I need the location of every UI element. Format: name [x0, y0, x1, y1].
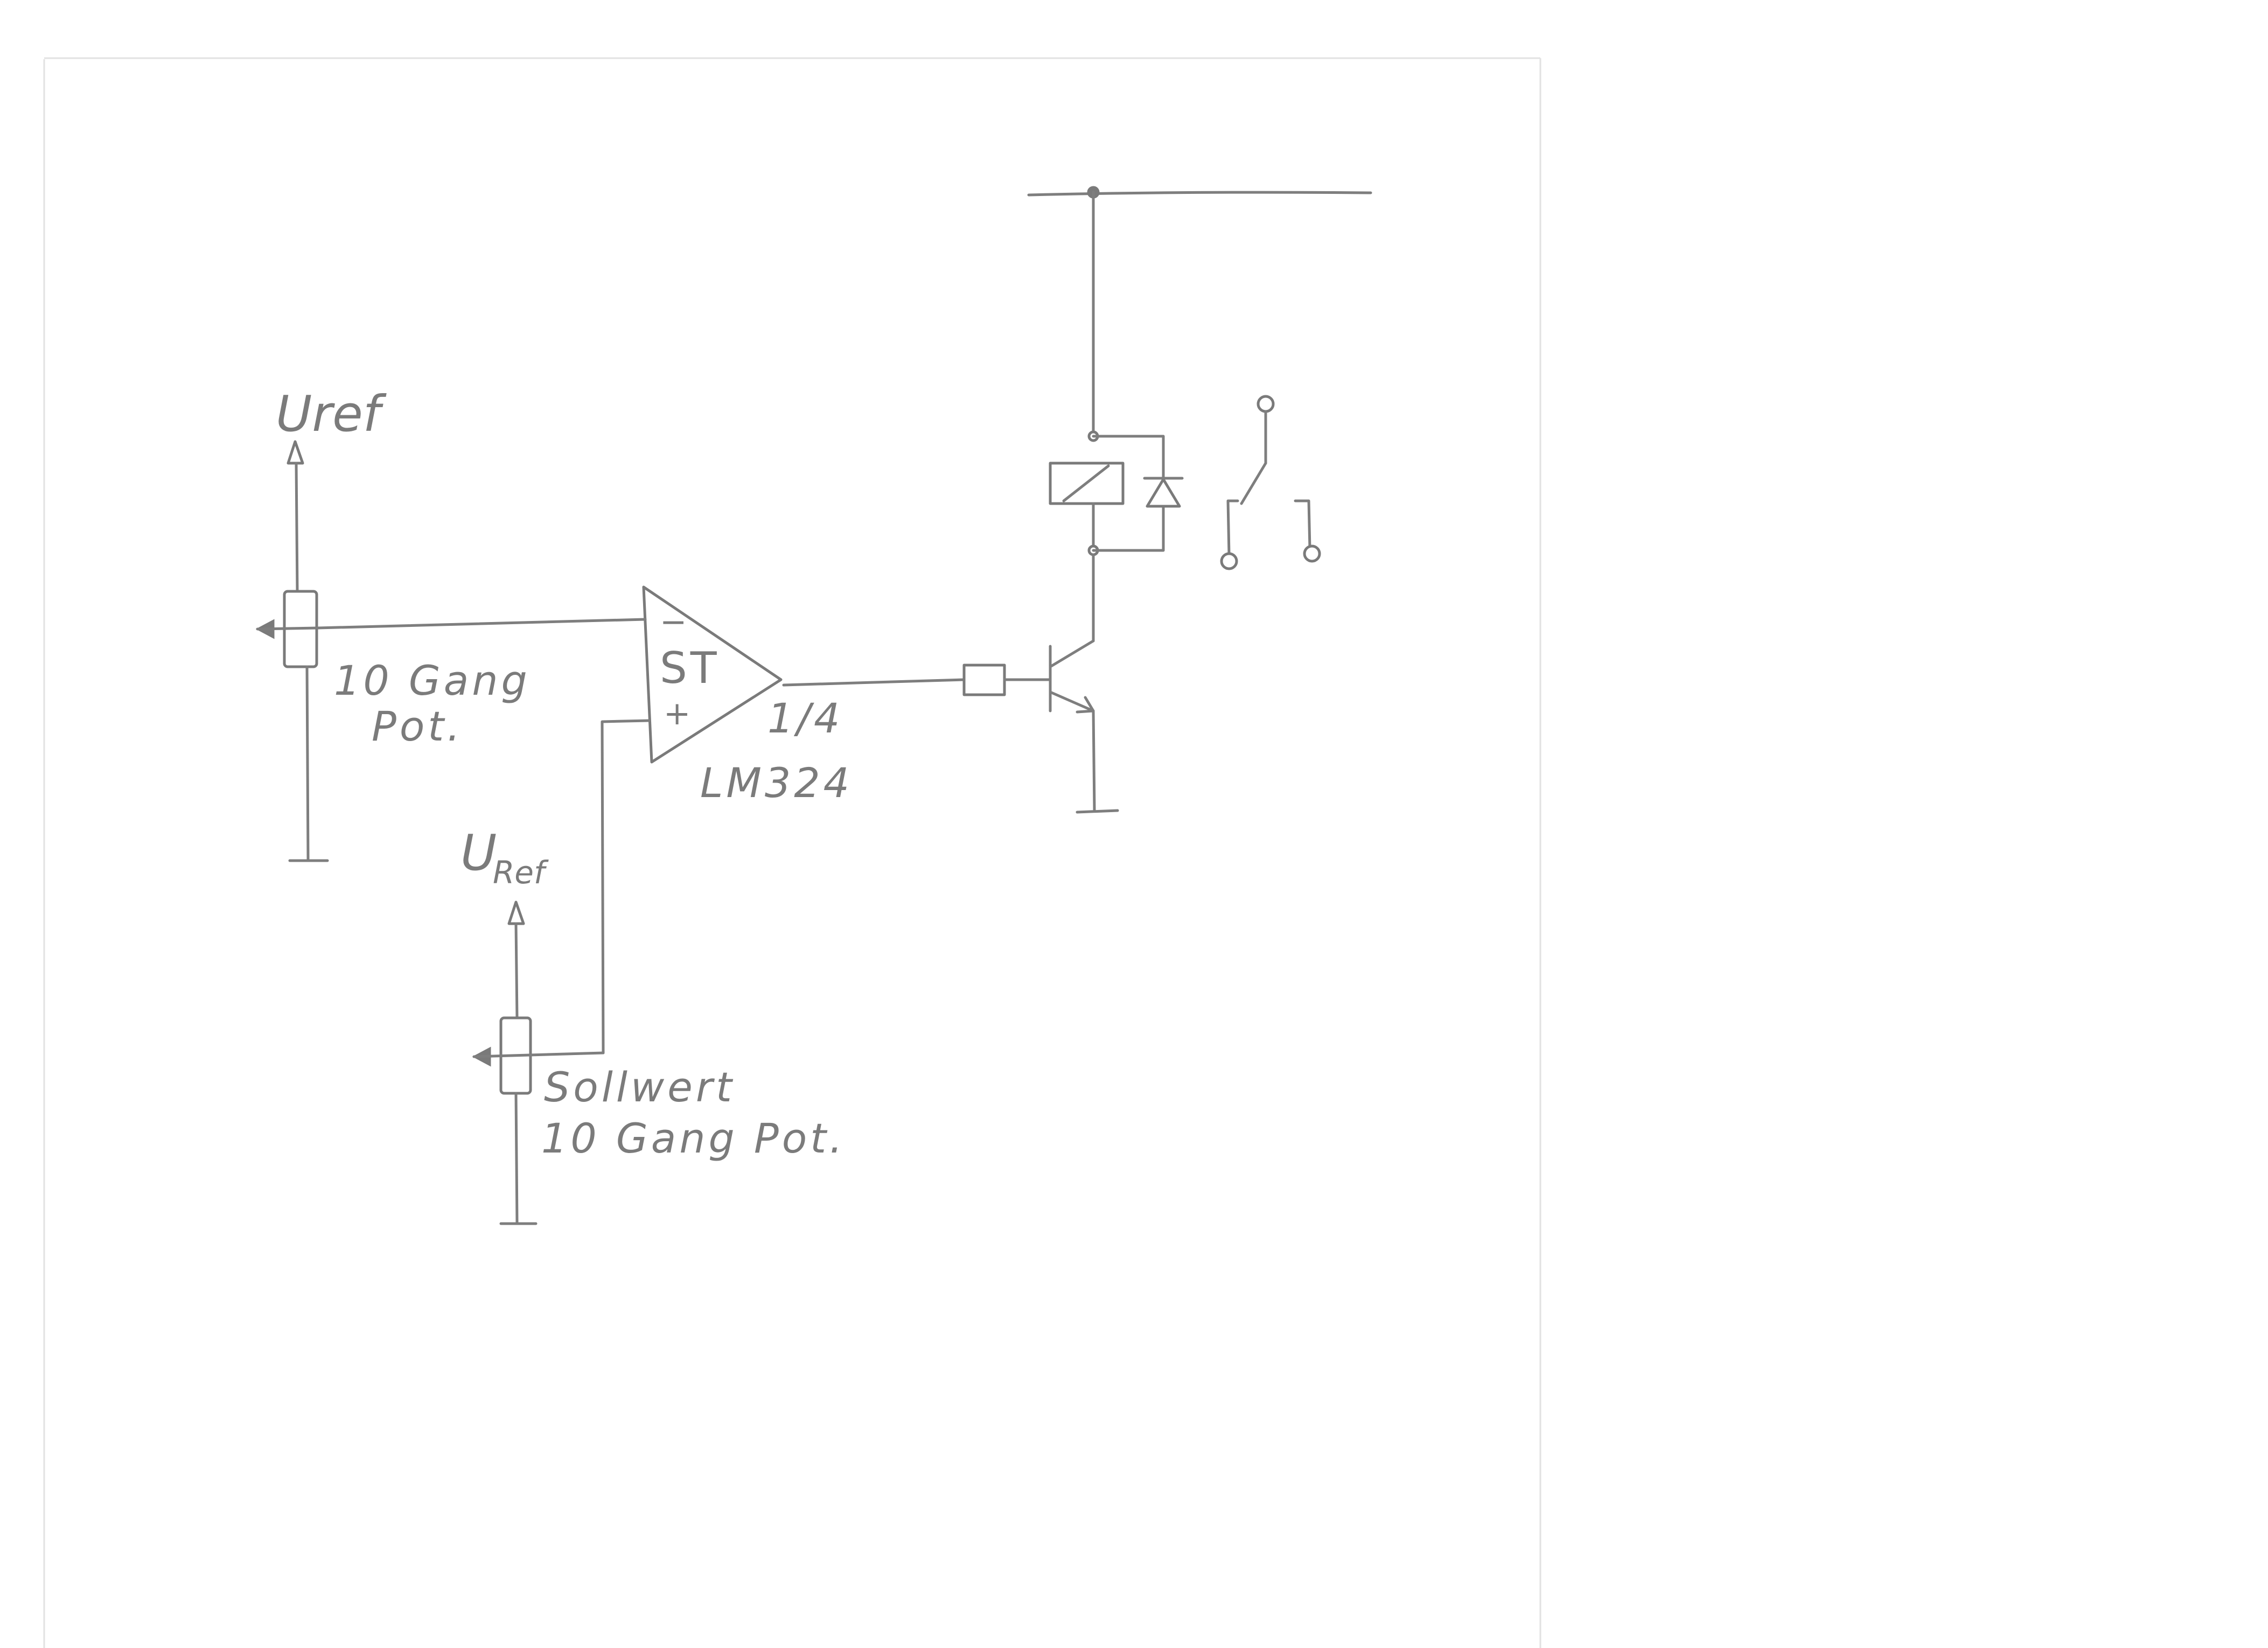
- opamp-minus-label: −: [660, 603, 687, 641]
- uref-label-bottom-main: U: [460, 824, 497, 882]
- supply-rail: [1027, 186, 1372, 435]
- pot2-label-line2: 10 Gang Pot.: [541, 1114, 846, 1162]
- uref-arrow-top: [287, 440, 304, 594]
- relay-contact: [1220, 395, 1321, 570]
- opamp-name-label: ST: [660, 643, 720, 693]
- paper-border: [43, 57, 1541, 1648]
- uref-arrow-bottom: [507, 900, 525, 1019]
- opamp-part-label: LM324: [700, 759, 853, 807]
- ground-symbol-transistor: [1076, 809, 1119, 814]
- opamp-fraction-label: 1/4: [767, 694, 843, 742]
- npn-transistor: [1049, 639, 1119, 814]
- uref-label-top: Uref: [276, 385, 387, 443]
- pot1-label-line2: Pot.: [372, 702, 463, 750]
- opamp-lm324: [642, 585, 783, 764]
- pot-10-gang: [255, 590, 647, 862]
- uref-label-bottom-sub: Ref: [493, 854, 549, 891]
- base-resistor: [782, 664, 1052, 696]
- pot2-label-line1: Sollwert: [544, 1063, 735, 1111]
- relay-coil: [1049, 430, 1165, 556]
- freewheel-diode: [1143, 462, 1184, 511]
- opamp-plus-label: +: [664, 695, 690, 732]
- pot-sollwert: [472, 719, 651, 1225]
- pot1-label-line1: 10 Gang: [334, 657, 531, 704]
